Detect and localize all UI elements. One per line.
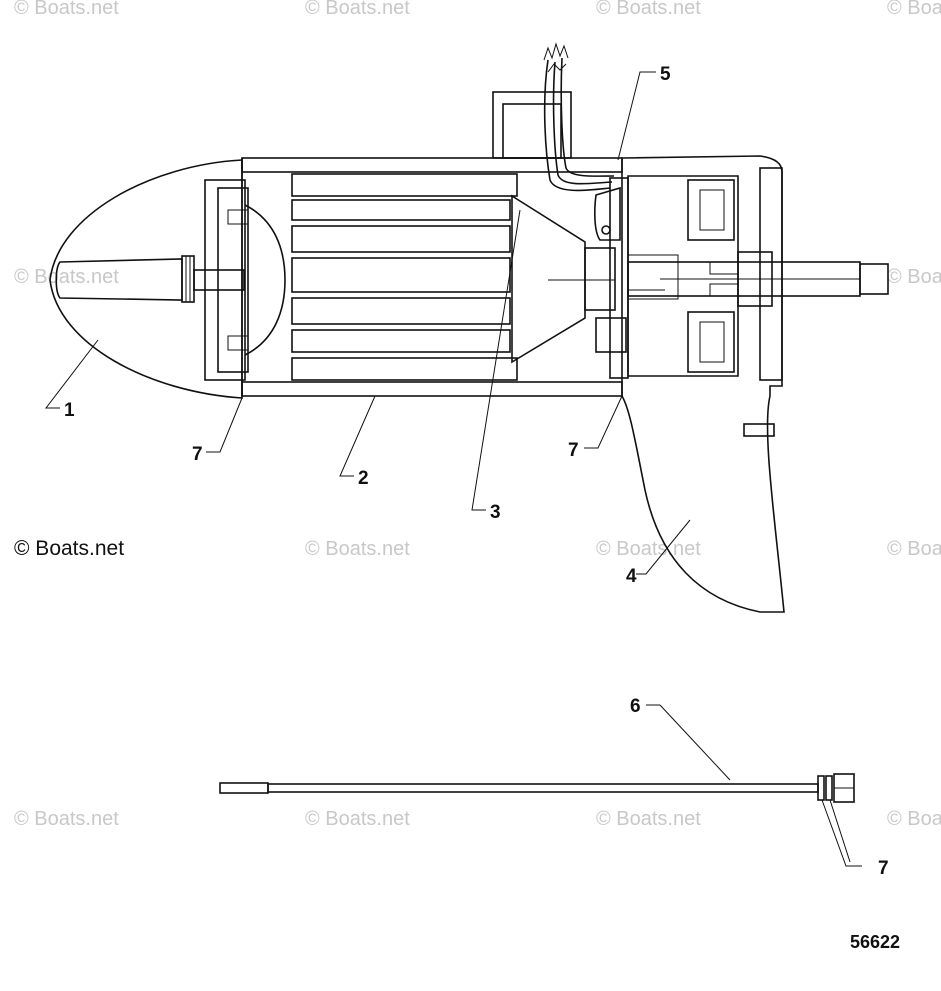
part-3-armature (291, 173, 616, 381)
watermark-text: © Boats.net (596, 0, 701, 19)
part-2-motor-housing (241, 157, 623, 397)
part-6-thru-bolt (219, 773, 855, 803)
callout-2: 2 (358, 468, 369, 489)
watermark-text: © Boats.net (887, 266, 941, 288)
cable-entry (492, 42, 615, 192)
leader-lines (44, 71, 862, 867)
callout-5: 5 (660, 64, 671, 85)
callout-6: 6 (630, 696, 641, 717)
watermark-text: © Boats.net (305, 0, 410, 19)
watermark-text: © Boats.net (14, 808, 119, 830)
diagram-number: 56622 (850, 932, 900, 952)
callout-7: 7 (878, 858, 889, 879)
watermark-text: © Boats.net (887, 0, 941, 19)
callout-1: 1 (64, 400, 75, 421)
callout-7: 7 (568, 440, 579, 461)
callout-labels: 1 7 2 3 4 7 5 6 7 (64, 64, 889, 879)
callout-3: 3 (490, 502, 501, 523)
watermark-text: © Boats.net (887, 808, 941, 830)
watermark-text: © Boats.net (14, 537, 124, 560)
watermark-text: © Boats.net (596, 538, 701, 560)
part-4-lower-unit (621, 155, 889, 613)
callout-4: 4 (626, 566, 637, 587)
watermark-text: © Boats.net (305, 808, 410, 830)
watermark-text: © Boats.net (14, 266, 119, 288)
part-5-brush-assembly (594, 177, 679, 379)
watermarks: © Boats.net © Boats.net © Boats.net © Bo… (14, 0, 941, 830)
watermark-text: © Boats.net (305, 538, 410, 560)
watermark-text: © Boats.net (14, 0, 119, 19)
watermark-text: © Boats.net (887, 538, 941, 560)
watermark-text: © Boats.net (596, 808, 701, 830)
part-1-end-cap (49, 159, 286, 399)
callout-7: 7 (192, 444, 203, 465)
